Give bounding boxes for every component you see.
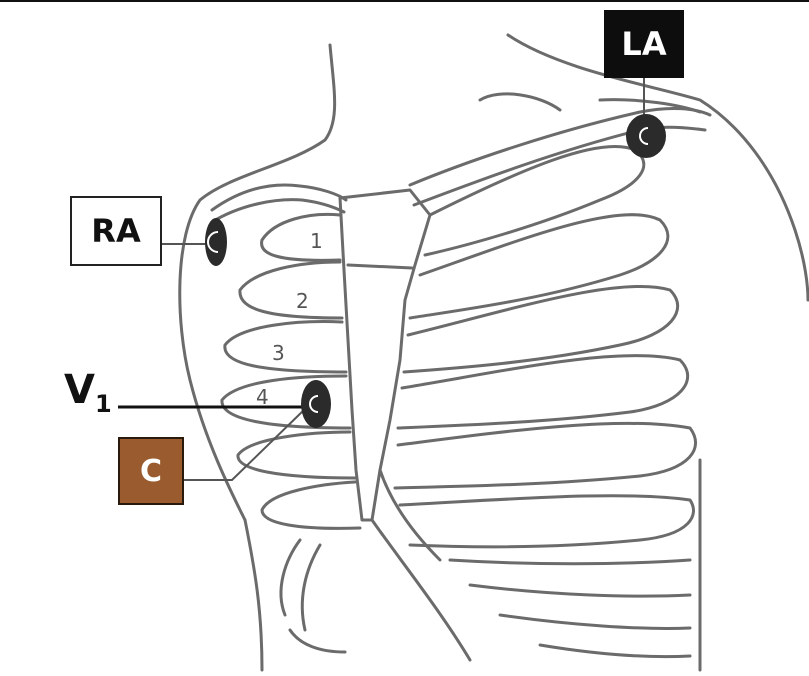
side-line-left [243, 518, 264, 672]
v1-label: V1 [64, 370, 112, 416]
costal-margin [370, 518, 472, 662]
right-rib-7 [448, 558, 692, 598]
right-rib-4 [396, 354, 690, 430]
xiphoid-line [378, 468, 442, 562]
left-rib-7 [279, 538, 322, 632]
rib-number-4: 4 [256, 385, 269, 409]
sternum-joint [346, 263, 414, 270]
ra-electrode [205, 218, 227, 266]
body-outline-right [506, 33, 809, 302]
scapula-right [478, 92, 702, 114]
v1-subscript: 1 [94, 390, 112, 418]
la-electrode [626, 114, 666, 158]
body-outline-left [178, 43, 337, 522]
la-label: LA [604, 10, 684, 78]
right-rib-1 [423, 145, 646, 257]
sternum [338, 188, 432, 522]
left-rib-6 [260, 480, 362, 530]
left-rib-5 [236, 430, 357, 480]
v1-electrode [301, 380, 331, 428]
rib-number-3: 3 [272, 341, 285, 365]
left-rib-2 [238, 260, 344, 320]
right-rib-5 [393, 421, 697, 490]
rib-number-1: 1 [310, 229, 323, 253]
rib-number-2: 2 [296, 289, 309, 313]
c-label: C [118, 437, 184, 505]
electrodes [205, 114, 666, 428]
right-rib-3 [402, 284, 680, 374]
left-rib-3 [223, 320, 348, 374]
left-rib-8 [288, 628, 347, 654]
ra-label: RA [70, 196, 162, 266]
left-clavicle [210, 183, 348, 224]
v1-letter: V [64, 367, 95, 413]
right-rib-6 [398, 494, 695, 549]
left-rib-1 [260, 212, 342, 262]
right-rib-8 [498, 613, 692, 659]
c-lead-wire [184, 407, 307, 481]
right-rib-2 [408, 213, 670, 320]
